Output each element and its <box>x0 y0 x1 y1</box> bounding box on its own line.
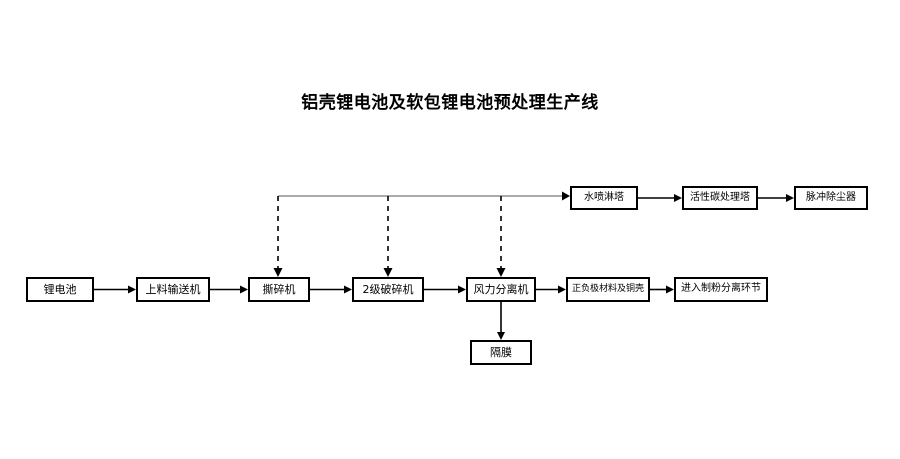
edge-air-separator-to-electrode-materials <box>536 285 566 294</box>
edge-exhaust-drop-shredder <box>273 196 283 277</box>
node-air-separator[interactable]: 风力分离机 <box>466 277 536 302</box>
node-label: 脉冲除尘器 <box>806 191 856 203</box>
node-label: 上料输送机 <box>145 282 201 296</box>
node-enter-milling-separation-stage[interactable]: 进入制粉分离环节 <box>674 277 768 302</box>
page-title: 铝壳锂电池及软包锂电池预处理生产线 <box>301 93 599 113</box>
edge-carbon-tower-to-pulse-dust-collector <box>758 194 794 202</box>
edge-water-spray-tower-to-carbon-tower <box>638 194 682 202</box>
node-label: 2级破碎机 <box>362 282 414 296</box>
node-water-spray-tower[interactable]: 水喷淋塔 <box>570 186 638 210</box>
node-activated-carbon-tower[interactable]: 活性碳处理塔 <box>682 186 758 210</box>
node-electrode-materials-and-shell[interactable]: 正负极材料及铜壳 <box>566 277 650 302</box>
edge-exhaust-drop-secondary-crusher <box>383 196 393 277</box>
node-pulse-dust-collector[interactable]: 脉冲除尘器 <box>794 186 868 210</box>
node-lithium-battery[interactable]: 锂电池 <box>26 277 94 302</box>
node-separator-film[interactable]: 隔膜 <box>470 340 532 365</box>
node-label: 隔膜 <box>490 345 512 359</box>
node-label: 风力分离机 <box>473 282 529 296</box>
node-label: 锂电池 <box>43 282 77 296</box>
node-label: 进入制粉分离环节 <box>681 283 761 295</box>
edge-air-separator-to-separator-film <box>497 302 505 340</box>
edge-electrode-materials-to-milling-stage <box>650 285 674 294</box>
node-label: 水喷淋塔 <box>584 191 624 203</box>
node-label: 活性碳处理塔 <box>690 191 750 203</box>
edge-shredder-to-secondary-crusher <box>310 285 352 294</box>
node-label: 撕碎机 <box>262 282 296 296</box>
node-shredder[interactable]: 撕碎机 <box>248 277 310 302</box>
node-feeding-conveyor[interactable]: 上料输送机 <box>136 277 210 302</box>
node-secondary-crusher[interactable]: 2级破碎机 <box>352 277 424 302</box>
edge-lithium-battery-to-feeder <box>94 285 136 294</box>
edge-exhaust-drop-air-separator <box>496 196 506 277</box>
edge-feeder-to-shredder <box>210 285 248 294</box>
edge-secondary-crusher-to-air-separator <box>424 285 466 294</box>
exhaust-manifold-line <box>278 191 570 201</box>
node-label: 正负极材料及铜壳 <box>571 283 644 294</box>
